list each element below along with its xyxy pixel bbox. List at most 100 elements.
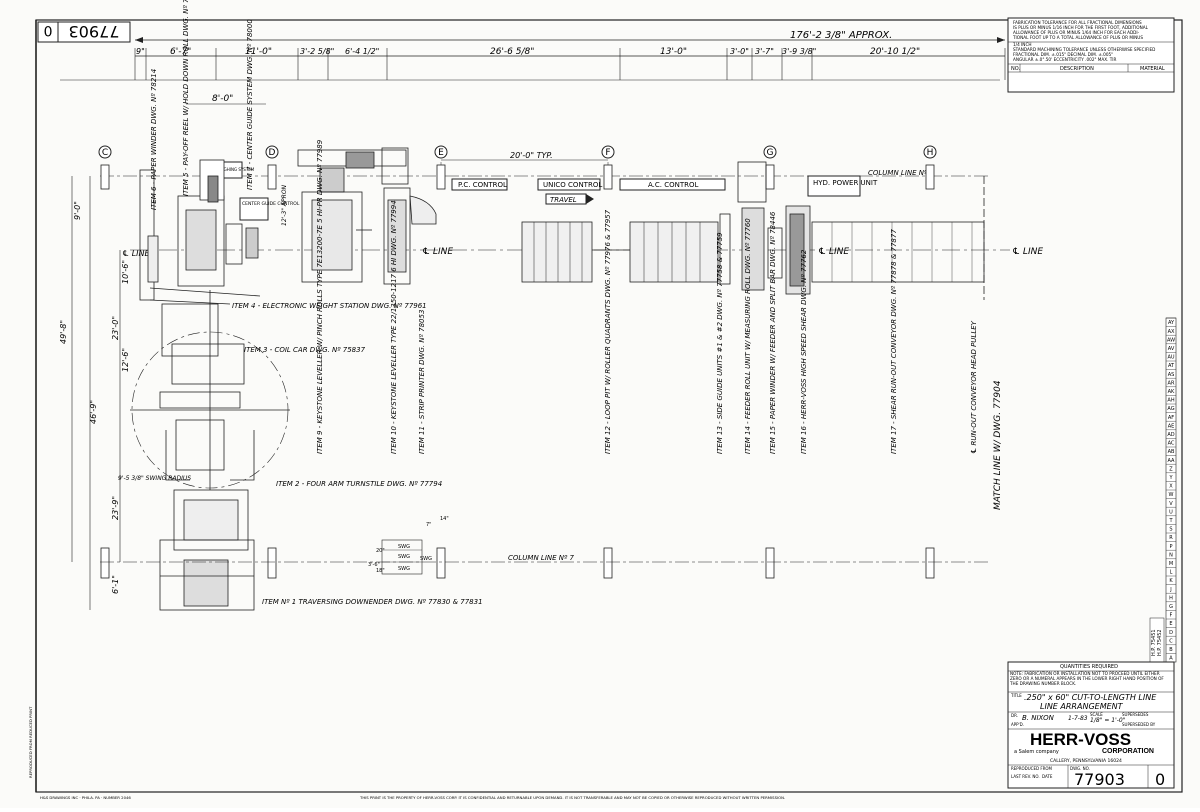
revision-letter-H: H [1169, 595, 1173, 601]
column-stubs [100, 164, 935, 579]
revision-letter-AT: AT [1168, 363, 1175, 369]
drawn-by: B. NIXON [1022, 714, 1055, 722]
side-ref-1: H.P. 75452 [1157, 629, 1163, 656]
revision-letter-C: C [1169, 638, 1173, 644]
detail-label-2: SWG [398, 566, 410, 572]
revision-letter-K: K [1169, 578, 1173, 584]
item-labels-vertical: ITEM 6 - PAPER WINDER DWG. Nº 78214 ITEM… [150, 0, 1003, 510]
dim-top-7: 3'-0" [730, 47, 749, 56]
item-11-label: ITEM 11 - STRIP PRINTER DWG. Nº 78053 [418, 310, 426, 454]
item-9-label: ITEM 9 - KEYSTONE LEVELLER W/ PINCH ROLL… [316, 139, 324, 454]
revision-letter-A: A [1169, 656, 1173, 662]
weighing-system: WEIGHING SYSTEM [216, 167, 255, 172]
item-5-label: ITEM 5 - PAY-OFF REEL W/ HOLD DOWN ROLL … [182, 0, 190, 196]
left-dim-4: 49'-8" [59, 320, 68, 344]
scale-value: 1/8" = 1'-0" [1090, 717, 1126, 724]
downender [159, 489, 255, 611]
item-2-label: ITEM 2 - FOUR ARM TURNSTILE DWG. Nº 7779… [276, 480, 442, 488]
item-labels-horizontal: ITEM 4 - ELECTRONIC WEIGHT STATION DWG. … [232, 302, 483, 606]
item-10-label: ITEM 10 - KEYSTONE LEVELLER TYPE 22/1350… [390, 200, 398, 454]
turnstile-area [130, 290, 290, 490]
left-dim-3: 12'-6" [121, 348, 130, 372]
revision-letter-W: W [1169, 492, 1174, 498]
side-ref-0: H.P. 75451 [1151, 629, 1157, 656]
item-17-label: ITEM 17 - SHEAR RUN-OUT CONVEYOR DWG. Nº… [890, 229, 898, 454]
revision-letter-AR: AR [1168, 380, 1175, 386]
tol-line-6: FRACTIONAL DIM. ±.015" DECIMAL DIM. ±.00… [1013, 52, 1113, 57]
column-line-7-label: COLUMN LINE Nº 7 [508, 554, 575, 562]
last-rev-label: LAST REV. NO. [1011, 774, 1040, 779]
left-dim-2: 23'-0" [111, 316, 120, 340]
tol-line-5: STANDARD MACHINING TOLERANCE UNLESS OTHE… [1013, 47, 1155, 52]
revision-letter-U: U [1169, 509, 1173, 515]
date-label: DATE [1042, 774, 1053, 779]
company-sub: CORPORATION [1102, 748, 1154, 755]
detail-dim-0: 7" [426, 522, 431, 528]
col-H: H [927, 148, 934, 158]
c-line-label-left: ℄ LINE [122, 249, 151, 258]
c-line-label-1: ℄ LINE [422, 247, 453, 257]
column-letter-markers: C D E F G H [98, 145, 937, 159]
detail-dim-3: 20" [376, 548, 385, 554]
payoff-dim-text: 8'-0" [212, 94, 233, 104]
title-line-1: .250" x 60" CUT-TO-LENGTH LINE [1024, 693, 1157, 702]
dim-top-8: 3'-7" [755, 47, 774, 56]
unico-control-label: UNICO CONTROL [543, 181, 602, 189]
revision-letter-V: V [1169, 501, 1173, 507]
match-line-label: MATCH LINE W/ DWG. 77904 [993, 380, 1003, 510]
tol-line-4: 1/4 INCH [1013, 42, 1032, 47]
superseded-label: SUPERSEDED BY [1122, 722, 1156, 727]
payoff-dim: 8'-0" 12'-3" APRON 9'-5 3/8" SWING RADIU… [118, 94, 288, 482]
dim-top-2: 11'-0" [245, 47, 272, 57]
dim-top-1: 6'-7" [170, 47, 191, 57]
tvp-dim: 20'-0" TYP. [510, 151, 553, 160]
leveller-equipment [297, 147, 437, 285]
revision-letter-AB: AB [1168, 449, 1175, 455]
revision-letter-column: AYAXAWAVAUATASARAKAHAGAFAEADACABAAZYXWVU… [1165, 317, 1177, 663]
left-dim-5: 46'-9" [89, 400, 98, 424]
item-4-label: ITEM 4 - ELECTRONIC WEIGHT STATION DWG. … [232, 302, 427, 310]
revision-letter-AH: AH [1167, 398, 1174, 404]
revision-letter-AY: AY [1168, 320, 1175, 326]
item-6-label: ITEM 6 - PAPER WINDER DWG. Nº 78214 [150, 69, 158, 210]
swing-radius: 9'-5 3/8" SWING RADIUS [118, 475, 191, 482]
revision-letter-N: N [1169, 552, 1173, 558]
top-dimension-chain: 9" 6'-7" 11'-0" 3'-2 5/8" 6'-4 1/2" 26'-… [134, 47, 1006, 80]
entry-equipment [139, 159, 261, 305]
left-dim-0: 9'-0" [73, 201, 82, 220]
revision-letter-G: G [1169, 604, 1173, 610]
footer-left: H&S DRAWINGS INC · PHILA. PA · NUMBER 20… [40, 795, 131, 800]
revision-letter-AF: AF [1168, 415, 1174, 421]
revision-letter-E: E [1169, 621, 1172, 627]
ac-control-label: A.C. CONTROL [648, 181, 699, 189]
detail-dim-1: 14" [440, 516, 449, 522]
quantities-label: QUANTITIES REQUIRED [1060, 664, 1118, 670]
item-14-label: ITEM 14 - FEEDER ROLL UNIT W/ MEASURING … [744, 218, 752, 454]
revision-letter-R: R [1169, 535, 1173, 541]
c-line-label-2: ℄ LINE [818, 247, 849, 257]
revision-letter-AV: AV [1168, 346, 1175, 352]
revision-letter-M: M [1169, 561, 1173, 567]
dr-label: DR. [1011, 713, 1018, 718]
corner-number-block: 0 77903 [37, 21, 131, 43]
tol-line-2: ALLOWANCE OF PLUS OR MINUS 1/64 INCH FOR… [1013, 30, 1140, 35]
center-guide-control: CENTER GUIDE CONTROL [242, 201, 300, 207]
revision-letter-AK: AK [1168, 389, 1175, 395]
item-16-label: ITEM 16 - HERR-VOSS HIGH SPEED SHEAR DWG… [800, 249, 808, 454]
apron-dim: 12'-3" APRON [281, 184, 288, 226]
drawn-date: 1-7-83 [1068, 715, 1088, 722]
footer: H&S DRAWINGS INC · PHILA. PA · NUMBER 20… [28, 706, 785, 800]
tolerance-block: FABRICATION TOLERANCE FOR ALL FRACTIONAL… [1007, 17, 1175, 93]
left-dim-6: 23'-9" [111, 496, 120, 520]
title-label: TITLE [1010, 693, 1022, 698]
revision-letter-AE: AE [1168, 423, 1175, 429]
hyd-power-label: HYD. POWER UNIT [813, 179, 878, 187]
column-line-8-label: COLUMN LINE Nº 8 [868, 169, 935, 177]
revision-letter-J: J [1169, 587, 1171, 593]
revision-letter-T: T [1168, 518, 1173, 524]
col-no: NO. [1011, 66, 1020, 72]
detail-label-0: SWG [398, 544, 410, 550]
col-desc: DESCRIPTION [1060, 66, 1094, 72]
revision-letter-D: D [1169, 630, 1173, 636]
drawing-revision: 0 [1155, 770, 1165, 789]
